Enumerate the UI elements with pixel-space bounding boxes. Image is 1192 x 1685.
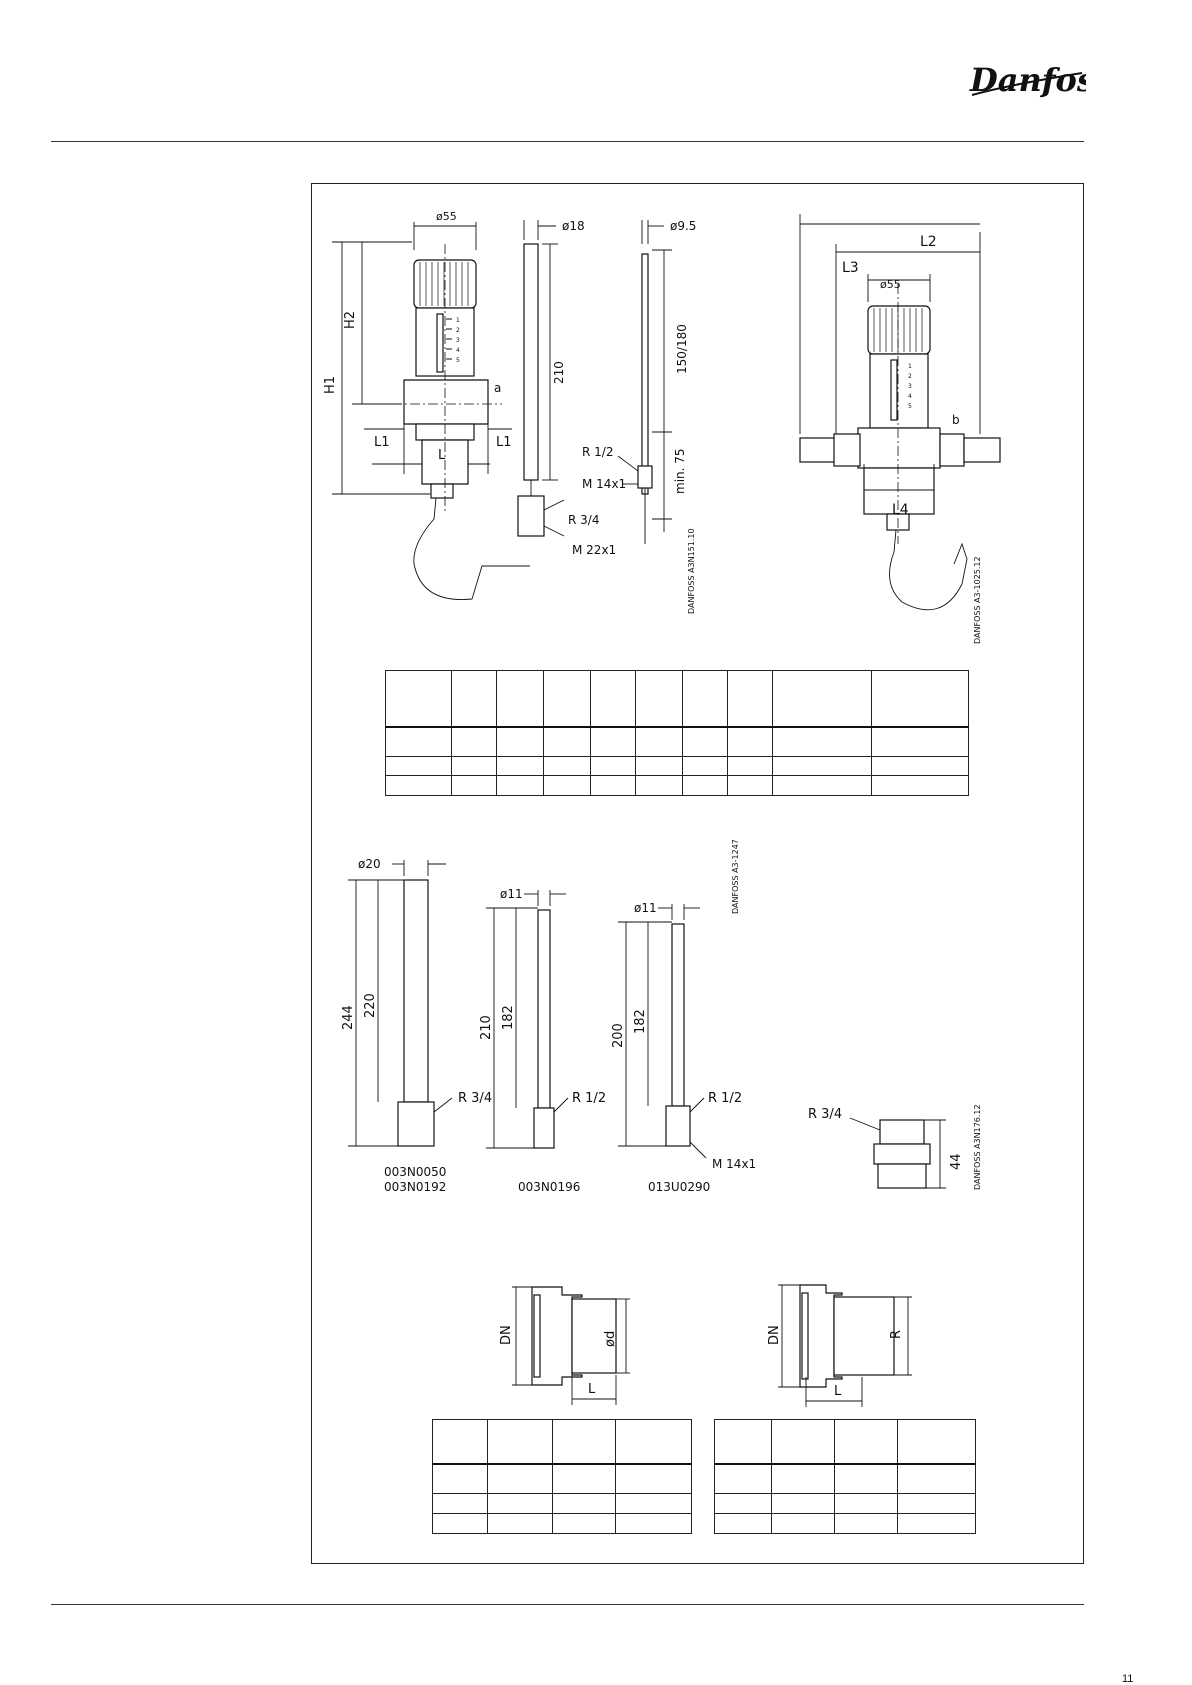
figure3-drawing: DN ød L DN R L xyxy=(499,1284,912,1407)
svg-text:2: 2 xyxy=(908,373,912,380)
svg-text:b: b xyxy=(952,413,960,427)
svg-text:R 1/2: R 1/2 xyxy=(582,445,613,459)
valve-drawing-left: 1 2 3 4 5 xyxy=(392,244,530,600)
svg-text:ø18: ø18 xyxy=(562,219,585,233)
dimension-table-2 xyxy=(432,1419,692,1534)
svg-text:ød: ød xyxy=(603,1331,618,1347)
svg-text:R 3/4: R 3/4 xyxy=(458,1091,492,1106)
svg-text:ø20: ø20 xyxy=(358,857,381,871)
svg-text:ø11: ø11 xyxy=(634,901,657,915)
svg-text:L2: L2 xyxy=(920,234,937,250)
svg-text:150/180: 150/180 xyxy=(675,324,689,374)
danfoss-logo: Danfoss xyxy=(968,55,1113,105)
svg-text:Danfoss: Danfoss xyxy=(969,61,1086,99)
svg-text:L: L xyxy=(588,1382,596,1397)
svg-text:DANFOSS A3-1025.12: DANFOSS A3-1025.12 xyxy=(973,556,982,644)
svg-text:M 22x1: M 22x1 xyxy=(572,543,616,557)
header-rule xyxy=(51,141,1084,142)
svg-text:244: 244 xyxy=(341,1005,356,1030)
svg-text:210: 210 xyxy=(552,361,566,384)
svg-text:5: 5 xyxy=(908,403,912,410)
svg-text:DANFOSS A3N151.10: DANFOSS A3N151.10 xyxy=(687,528,696,614)
svg-text:R 1/2: R 1/2 xyxy=(708,1091,742,1106)
figure1-drawing: 1 2 3 4 5 ø55 H2 H1 L1 L1 L a xyxy=(323,210,1001,644)
page-mark: 11 xyxy=(1122,1674,1134,1685)
svg-text:L: L xyxy=(438,448,446,463)
figure-frame xyxy=(311,183,1084,1564)
svg-text:H1: H1 xyxy=(323,376,338,394)
svg-text:R 3/4: R 3/4 xyxy=(808,1107,842,1122)
svg-text:ø55: ø55 xyxy=(436,210,457,223)
svg-text:2: 2 xyxy=(456,327,460,334)
svg-text:DN: DN xyxy=(767,1325,782,1345)
svg-text:4: 4 xyxy=(456,347,460,354)
dimension-table-1 xyxy=(385,670,969,796)
svg-text:DN: DN xyxy=(499,1325,514,1345)
svg-text:DANFOSS A3N176.12: DANFOSS A3N176.12 xyxy=(973,1104,982,1190)
svg-text:182: 182 xyxy=(501,1005,516,1030)
figure2-drawing: ø20 244 220 R 3/4 003N0050 003N0192 ø11 … xyxy=(341,840,982,1194)
svg-text:200: 200 xyxy=(611,1023,626,1048)
svg-text:003N0196: 003N0196 xyxy=(518,1180,580,1194)
svg-text:DANFOSS A3-1247.10: DANFOSS A3-1247.10 xyxy=(731,840,740,914)
svg-text:R: R xyxy=(889,1330,904,1339)
svg-text:210: 210 xyxy=(479,1015,494,1040)
svg-text:44: 44 xyxy=(949,1153,964,1170)
footer-rule xyxy=(51,1604,1084,1605)
svg-text:182: 182 xyxy=(633,1009,648,1034)
svg-text:3: 3 xyxy=(908,383,912,390)
svg-text:4: 4 xyxy=(908,393,912,400)
svg-text:L3: L3 xyxy=(842,260,859,276)
svg-text:L: L xyxy=(834,1384,842,1399)
svg-text:003N0050: 003N0050 xyxy=(384,1165,446,1179)
svg-text:H2: H2 xyxy=(343,311,358,329)
svg-text:013U0290: 013U0290 xyxy=(648,1180,710,1194)
svg-text:R 1/2: R 1/2 xyxy=(572,1091,606,1106)
valve-drawing-right: 1 2 3 4 5 xyxy=(799,284,1001,611)
svg-text:ø11: ø11 xyxy=(500,887,523,901)
svg-text:ø55: ø55 xyxy=(880,278,901,291)
svg-text:ø9.5: ø9.5 xyxy=(670,219,696,233)
svg-text:R 3/4: R 3/4 xyxy=(568,513,599,527)
svg-text:L4: L4 xyxy=(892,502,909,518)
svg-text:1: 1 xyxy=(908,363,912,370)
svg-text:3: 3 xyxy=(456,337,460,344)
svg-text:M 14x1: M 14x1 xyxy=(712,1157,756,1171)
svg-text:a: a xyxy=(494,381,501,395)
svg-text:1: 1 xyxy=(456,317,460,324)
svg-text:220: 220 xyxy=(363,993,378,1018)
svg-text:003N0192: 003N0192 xyxy=(384,1180,446,1194)
svg-text:min. 75: min. 75 xyxy=(673,448,687,494)
svg-text:L1: L1 xyxy=(496,435,512,450)
svg-text:5: 5 xyxy=(456,357,460,364)
svg-text:M 14x1: M 14x1 xyxy=(582,477,626,491)
svg-text:L1: L1 xyxy=(374,435,390,450)
dimension-table-3 xyxy=(714,1419,976,1534)
